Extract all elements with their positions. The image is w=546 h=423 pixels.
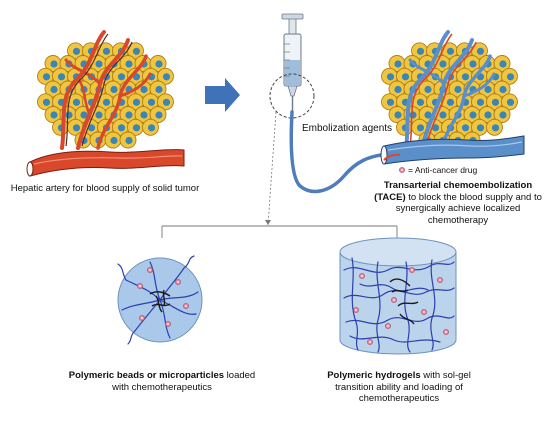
tace-caption-bold: Transarterial chemoembolization (TACE): [374, 180, 533, 203]
polymer-bead: [117, 255, 203, 345]
tumor-cell: [52, 118, 69, 136]
catheter: [289, 110, 390, 194]
hydrogels-caption-rest: with sol-gel transition ability and load…: [335, 370, 471, 404]
tumor-cell: [142, 118, 159, 136]
tace-caption: Transarterial chemoembolization (TACE) t…: [370, 180, 546, 226]
embolization-agents-label: Embolization agents: [302, 123, 393, 134]
process-arrow: [205, 78, 240, 112]
branch-connector: [161, 111, 398, 238]
beads-caption-bold: Polymeric beads or microparticles: [68, 370, 225, 381]
tumor-left: [26, 30, 185, 177]
hydrogels-caption-bold: Polymeric hydrogels: [327, 370, 421, 381]
beads-caption-rest: loaded with chemotherapeutics: [112, 370, 256, 393]
beads-caption: Polymeric beads or microparticles loaded…: [62, 370, 262, 393]
hepatic-artery-caption: Hepatic artery for blood supply of solid…: [10, 183, 200, 194]
tumor-cell: [486, 118, 503, 136]
tumor-right: [380, 30, 525, 165]
syringe: [281, 13, 304, 112]
hydrogel-cylinder: [339, 237, 457, 355]
tace-caption-rest: to block the blood supply and to synergi…: [395, 191, 542, 226]
tumor-vessels-blue: [404, 30, 496, 150]
tumor-vessels-residual-red: [409, 33, 477, 147]
tumor-cell: [104, 131, 122, 149]
embolized-artery: [383, 135, 525, 165]
tumor-cell: [119, 131, 137, 149]
hepatic-artery-left: [29, 149, 185, 177]
drug-legend-icon: [398, 166, 406, 174]
hydrogels-caption: Polymeric hydrogels with sol-gel transit…: [310, 370, 488, 405]
syringe-zoom-circle: [269, 73, 315, 119]
tumor-vessels-dark: [65, 33, 133, 147]
anti-cancer-drug-legend: = Anti-cancer drug: [408, 165, 478, 175]
